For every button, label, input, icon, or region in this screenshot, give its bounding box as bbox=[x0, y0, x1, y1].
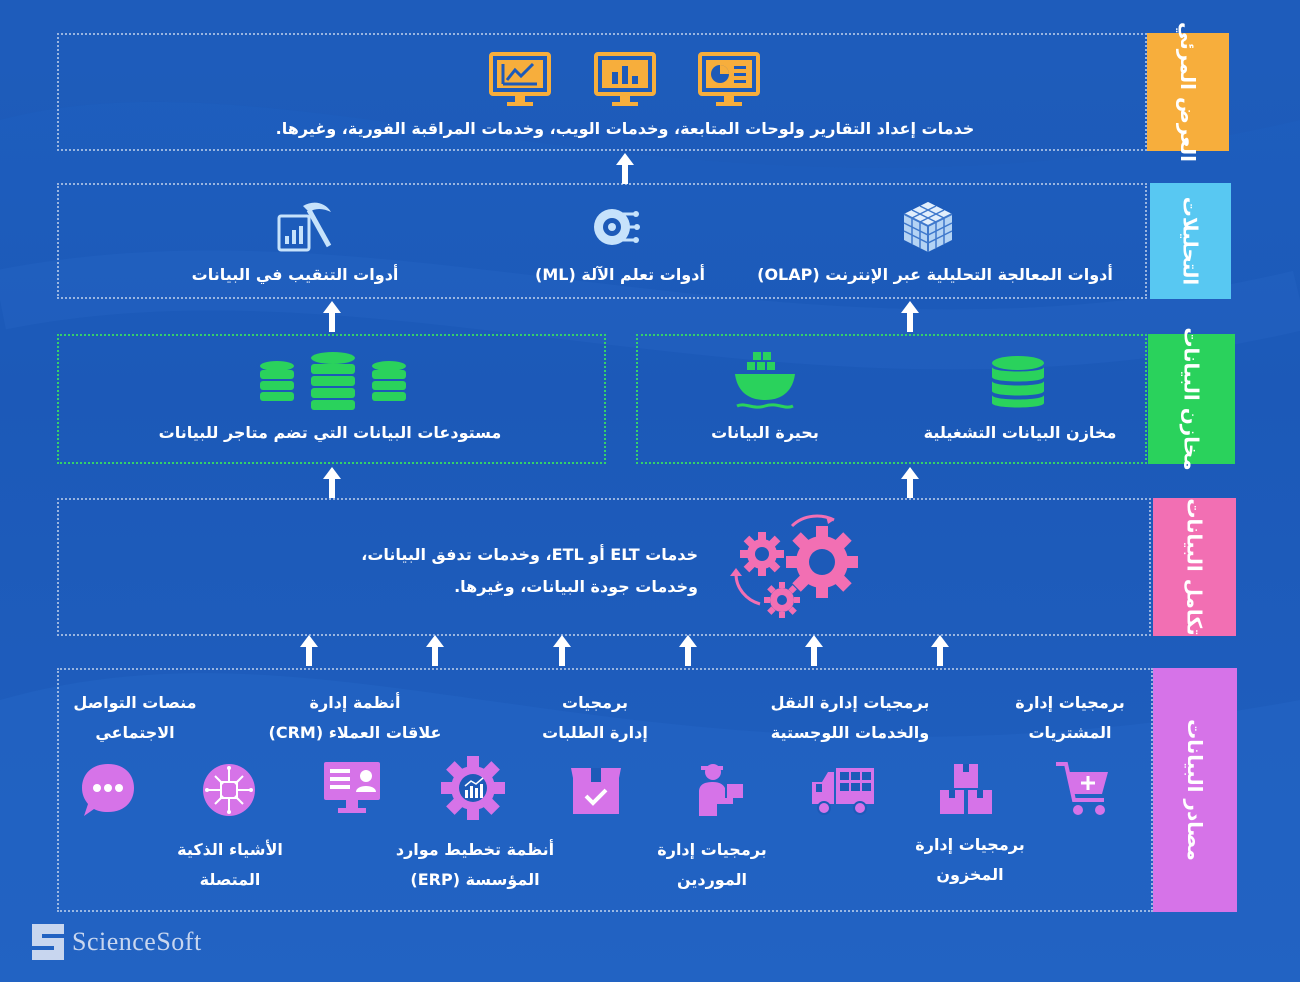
olap-text: أدوات المعالجة التحليلية عبر الإنترنت (O… bbox=[757, 265, 1113, 284]
sciencesoft-logo-icon bbox=[32, 924, 64, 960]
machine-learning-icon bbox=[594, 209, 640, 245]
data-mining-text: أدوات التنقيب في البيانات bbox=[191, 265, 399, 284]
cube-icon bbox=[903, 202, 953, 252]
arrow-up bbox=[616, 153, 634, 184]
ml-text: أدوات تعلم الآلة (ML) bbox=[535, 265, 705, 284]
visualization-band bbox=[57, 33, 1147, 151]
source-orders-text: برمجيات إدارة الطلبات bbox=[542, 693, 648, 742]
iot-chip-icon bbox=[203, 764, 255, 816]
supplier-person-icon bbox=[699, 764, 743, 816]
source-social-text: منصات التواصل الاجتماعي bbox=[73, 693, 197, 742]
monitor-bar-chart-icon bbox=[594, 52, 656, 106]
source-logistics-text: برمجيات إدارة النقل والخدمات اللوجستية bbox=[770, 693, 930, 742]
sciencesoft-logo-text: ScienceSoft bbox=[72, 927, 202, 956]
source-procurement-text: برمجيات إدارة المشتريات bbox=[1015, 693, 1125, 742]
arrow-up bbox=[931, 635, 949, 666]
arrow-up bbox=[323, 301, 341, 332]
data-warehouse-text: مستودعات البيانات التي تضم متاجر للبيانا… bbox=[158, 423, 502, 442]
source-suppliers-text: برمجيات إدارة الموردين bbox=[657, 840, 767, 889]
source-inventory-text: برمجيات إدارة المخزون bbox=[915, 835, 1025, 884]
order-box-icon bbox=[571, 768, 621, 814]
operational-group-band bbox=[636, 334, 1147, 464]
data-lake-text: بحيرة البيانات bbox=[711, 423, 819, 442]
monitor-chart-icon bbox=[489, 52, 551, 106]
sciencesoft-logo: ScienceSoft bbox=[30, 922, 202, 962]
shopping-cart-icon bbox=[1056, 762, 1108, 815]
data-mining-icon bbox=[277, 202, 332, 252]
delivery-truck-icon bbox=[812, 768, 874, 815]
visualization-label: العرض المرئي bbox=[1147, 22, 1229, 162]
analytics-label: التحليلات bbox=[1150, 183, 1231, 299]
arrow-up bbox=[300, 635, 318, 666]
integration-label: تكامل البيانات bbox=[1153, 498, 1236, 636]
monitor-pie-chart-icon bbox=[698, 52, 760, 106]
data-lake-icon bbox=[735, 352, 795, 409]
warehouse-group-band bbox=[57, 334, 606, 464]
warehouse-boxes-icon bbox=[940, 764, 992, 814]
arrow-up bbox=[679, 635, 697, 666]
gears-icon bbox=[730, 514, 858, 618]
operational-stores-text: مخازن البيانات التشغيلية bbox=[923, 423, 1117, 442]
erp-gear-icon bbox=[441, 756, 505, 820]
integration-text-line1: خدمات ELT أو ETL، وخدمات تدفق البيانات، bbox=[361, 545, 698, 564]
crm-monitor-icon bbox=[324, 762, 380, 813]
sources-band bbox=[57, 668, 1153, 912]
sources-label: مصادر البيانات bbox=[1153, 668, 1237, 912]
source-crm-text: أنظمة إدارة علاقات العملاء (CRM) bbox=[268, 693, 442, 742]
arrow-up bbox=[553, 635, 571, 666]
database-icon bbox=[992, 356, 1044, 408]
arrow-up bbox=[901, 467, 919, 498]
integration-text-line2: وخدمات جودة البيانات، وغيرها. bbox=[454, 577, 698, 596]
arrow-up bbox=[426, 635, 444, 666]
integration-band bbox=[57, 498, 1151, 636]
arrow-up bbox=[805, 635, 823, 666]
storage-label: مخازن البيانات bbox=[1148, 327, 1235, 471]
source-erp-text: أنظمة تخطيط موارد المؤسسة (ERP) bbox=[395, 840, 555, 889]
visualization-text: خدمات إعداد التقارير ولوحات المتابعة، وخ… bbox=[275, 119, 975, 138]
data-warehouse-icon bbox=[260, 352, 406, 410]
chat-bubble-icon bbox=[82, 764, 134, 816]
source-iot-text: الأشياء الذكية المتصلة bbox=[177, 840, 283, 889]
arrow-up bbox=[323, 467, 341, 498]
arrow-up bbox=[901, 301, 919, 332]
analytics-band bbox=[57, 183, 1147, 299]
